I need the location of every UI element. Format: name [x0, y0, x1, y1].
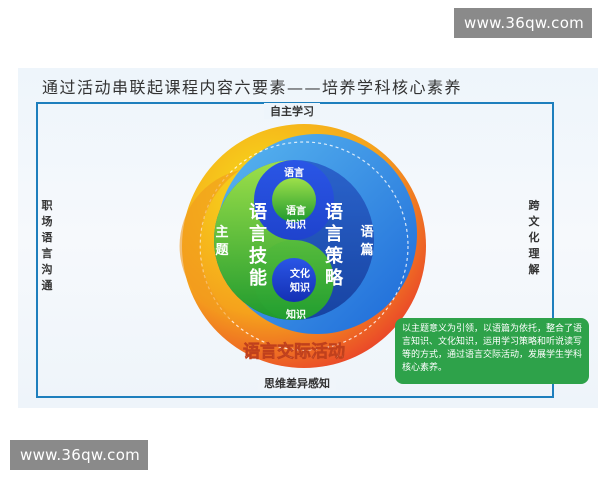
glyph: 技 — [249, 245, 268, 267]
glyph: 略 — [325, 267, 344, 289]
culture-dot — [272, 258, 316, 302]
top-label: 自主学习 — [264, 103, 320, 119]
glyph: 能 — [249, 267, 267, 289]
watermark-top: www.36qw.com — [454, 8, 592, 38]
glyph: 语 — [325, 202, 343, 223]
glyph: 主 — [215, 224, 228, 240]
knowledge-dot — [272, 178, 316, 222]
theme-band — [179, 170, 240, 322]
left-label: 职场语言沟通 — [41, 199, 53, 292]
language-knowledge-line2: 知识 — [285, 218, 306, 231]
summary-callout: 以主题意义为引领，以语篇为依托，整合了语言知识、文化知识，运用学习策略和听说读写… — [395, 318, 589, 384]
dashed-ring — [199, 141, 409, 351]
theme-label: 主题 — [215, 224, 229, 258]
glyph: 题 — [215, 243, 229, 258]
glyph: 篇 — [359, 242, 373, 258]
bottom-label: 思维差异感知 — [258, 375, 336, 391]
right-label: 跨文化理解 — [528, 199, 540, 276]
watermark-bottom: www.36qw.com — [10, 440, 148, 470]
slide-title: 通过活动串联起课程内容六要素——培养学科核心素养 — [42, 78, 463, 97]
outer-ring-label: 语言交际活动 — [243, 341, 345, 362]
glyph: 言 — [249, 223, 267, 245]
glyph: 策 — [325, 245, 344, 267]
inner-yin-yang — [214, 160, 374, 320]
language-knowledge-line1: 语言 — [286, 204, 306, 217]
language-top-label: 语言 — [284, 166, 304, 179]
knowledge-cut-label: 知识 — [285, 308, 306, 321]
cultural-knowledge-line1: 文化 — [290, 267, 310, 280]
glyph: 言 — [325, 223, 343, 245]
discourse-label: 语篇 — [359, 225, 373, 258]
glyph: 语 — [249, 202, 267, 223]
glyph: 语 — [360, 225, 373, 240]
cultural-knowledge-line2: 知识 — [289, 281, 310, 294]
